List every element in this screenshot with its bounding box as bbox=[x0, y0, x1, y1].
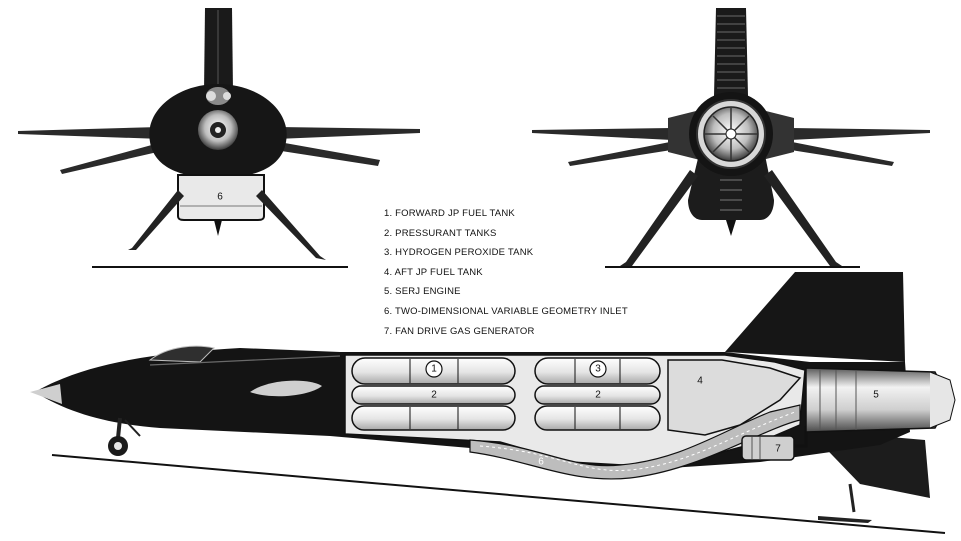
side-view-cutaway: 1 2 3 2 4 6 7 5 bbox=[30, 272, 956, 534]
legend-item-serj-engine: 5. SERJ ENGINE bbox=[384, 286, 461, 298]
front-view-inlet-callout: 6 bbox=[217, 192, 223, 203]
legend-item-hydrogen-peroxide-tank: 3. HYDROGEN PEROXIDE TANK bbox=[384, 247, 534, 259]
legend-item-variable-geometry-inlet: 6. TWO-DIMENSIONAL VARIABLE GEOMETRY INL… bbox=[384, 305, 628, 317]
side-view-canopy bbox=[148, 345, 215, 363]
fan-drive-gas-generator bbox=[741, 435, 795, 461]
front-view-right-wing bbox=[276, 127, 420, 139]
front-view: 6 bbox=[18, 8, 420, 268]
legend-item-aft-jp-fuel-tank: 4. AFT JP FUEL TANK bbox=[384, 266, 483, 278]
front-view-left-strake bbox=[60, 140, 175, 174]
rear-view-left-landing-leg bbox=[620, 170, 698, 266]
component-legend: 1. FORWARD JP FUEL TANK 2. PRESSURANT TA… bbox=[384, 204, 628, 341]
gas-gen-7-callout: 7 bbox=[775, 444, 781, 455]
front-view-left-wing bbox=[18, 127, 162, 139]
front-view-inlet bbox=[177, 174, 265, 221]
rear-view bbox=[532, 8, 930, 268]
front-view-right-strake bbox=[262, 140, 380, 166]
side-view-main-landing-skid bbox=[818, 483, 872, 523]
front-view-left-landing-leg bbox=[128, 190, 184, 250]
variable-geometry-inlet-duct bbox=[469, 404, 801, 480]
front-view-right-landing-leg bbox=[256, 190, 326, 260]
pressurant-tank-forward bbox=[351, 385, 516, 405]
inlet-6-callout: 6 bbox=[538, 457, 544, 468]
side-view-nose-landing-gear bbox=[108, 417, 141, 456]
rear-view-right-wing bbox=[790, 128, 930, 140]
aft-jp-fuel-tank bbox=[667, 359, 802, 436]
pressurant-tank-aft bbox=[534, 385, 661, 405]
side-view-vertical-tail bbox=[725, 272, 905, 362]
tank-2-aft-callout: 2 bbox=[595, 390, 601, 401]
rear-view-vertical-fin bbox=[714, 8, 748, 96]
legend-item-pressurant-tanks: 2. PRESSURANT TANKS bbox=[384, 227, 497, 239]
rear-view-left-strake bbox=[568, 140, 684, 166]
legend-item-fan-drive-gas-generator: 7. FAN DRIVE GAS GENERATOR bbox=[384, 325, 535, 337]
tank-3-callout: 3 bbox=[595, 364, 601, 375]
tank-2-fwd-callout: 2 bbox=[431, 390, 437, 401]
legend-item-forward-jp-fuel-tank: 1. FORWARD JP FUEL TANK bbox=[384, 208, 515, 219]
tank-4-callout: 4 bbox=[697, 376, 703, 387]
side-view-ground-line bbox=[51, 454, 946, 534]
tank-1-callout: 1 bbox=[431, 364, 437, 375]
side-view-nose-tip bbox=[30, 384, 62, 404]
rear-view-right-strake bbox=[778, 140, 894, 166]
engine-5-callout: 5 bbox=[873, 390, 879, 401]
rear-view-left-wing bbox=[532, 128, 672, 140]
rear-view-right-landing-leg bbox=[764, 170, 842, 266]
